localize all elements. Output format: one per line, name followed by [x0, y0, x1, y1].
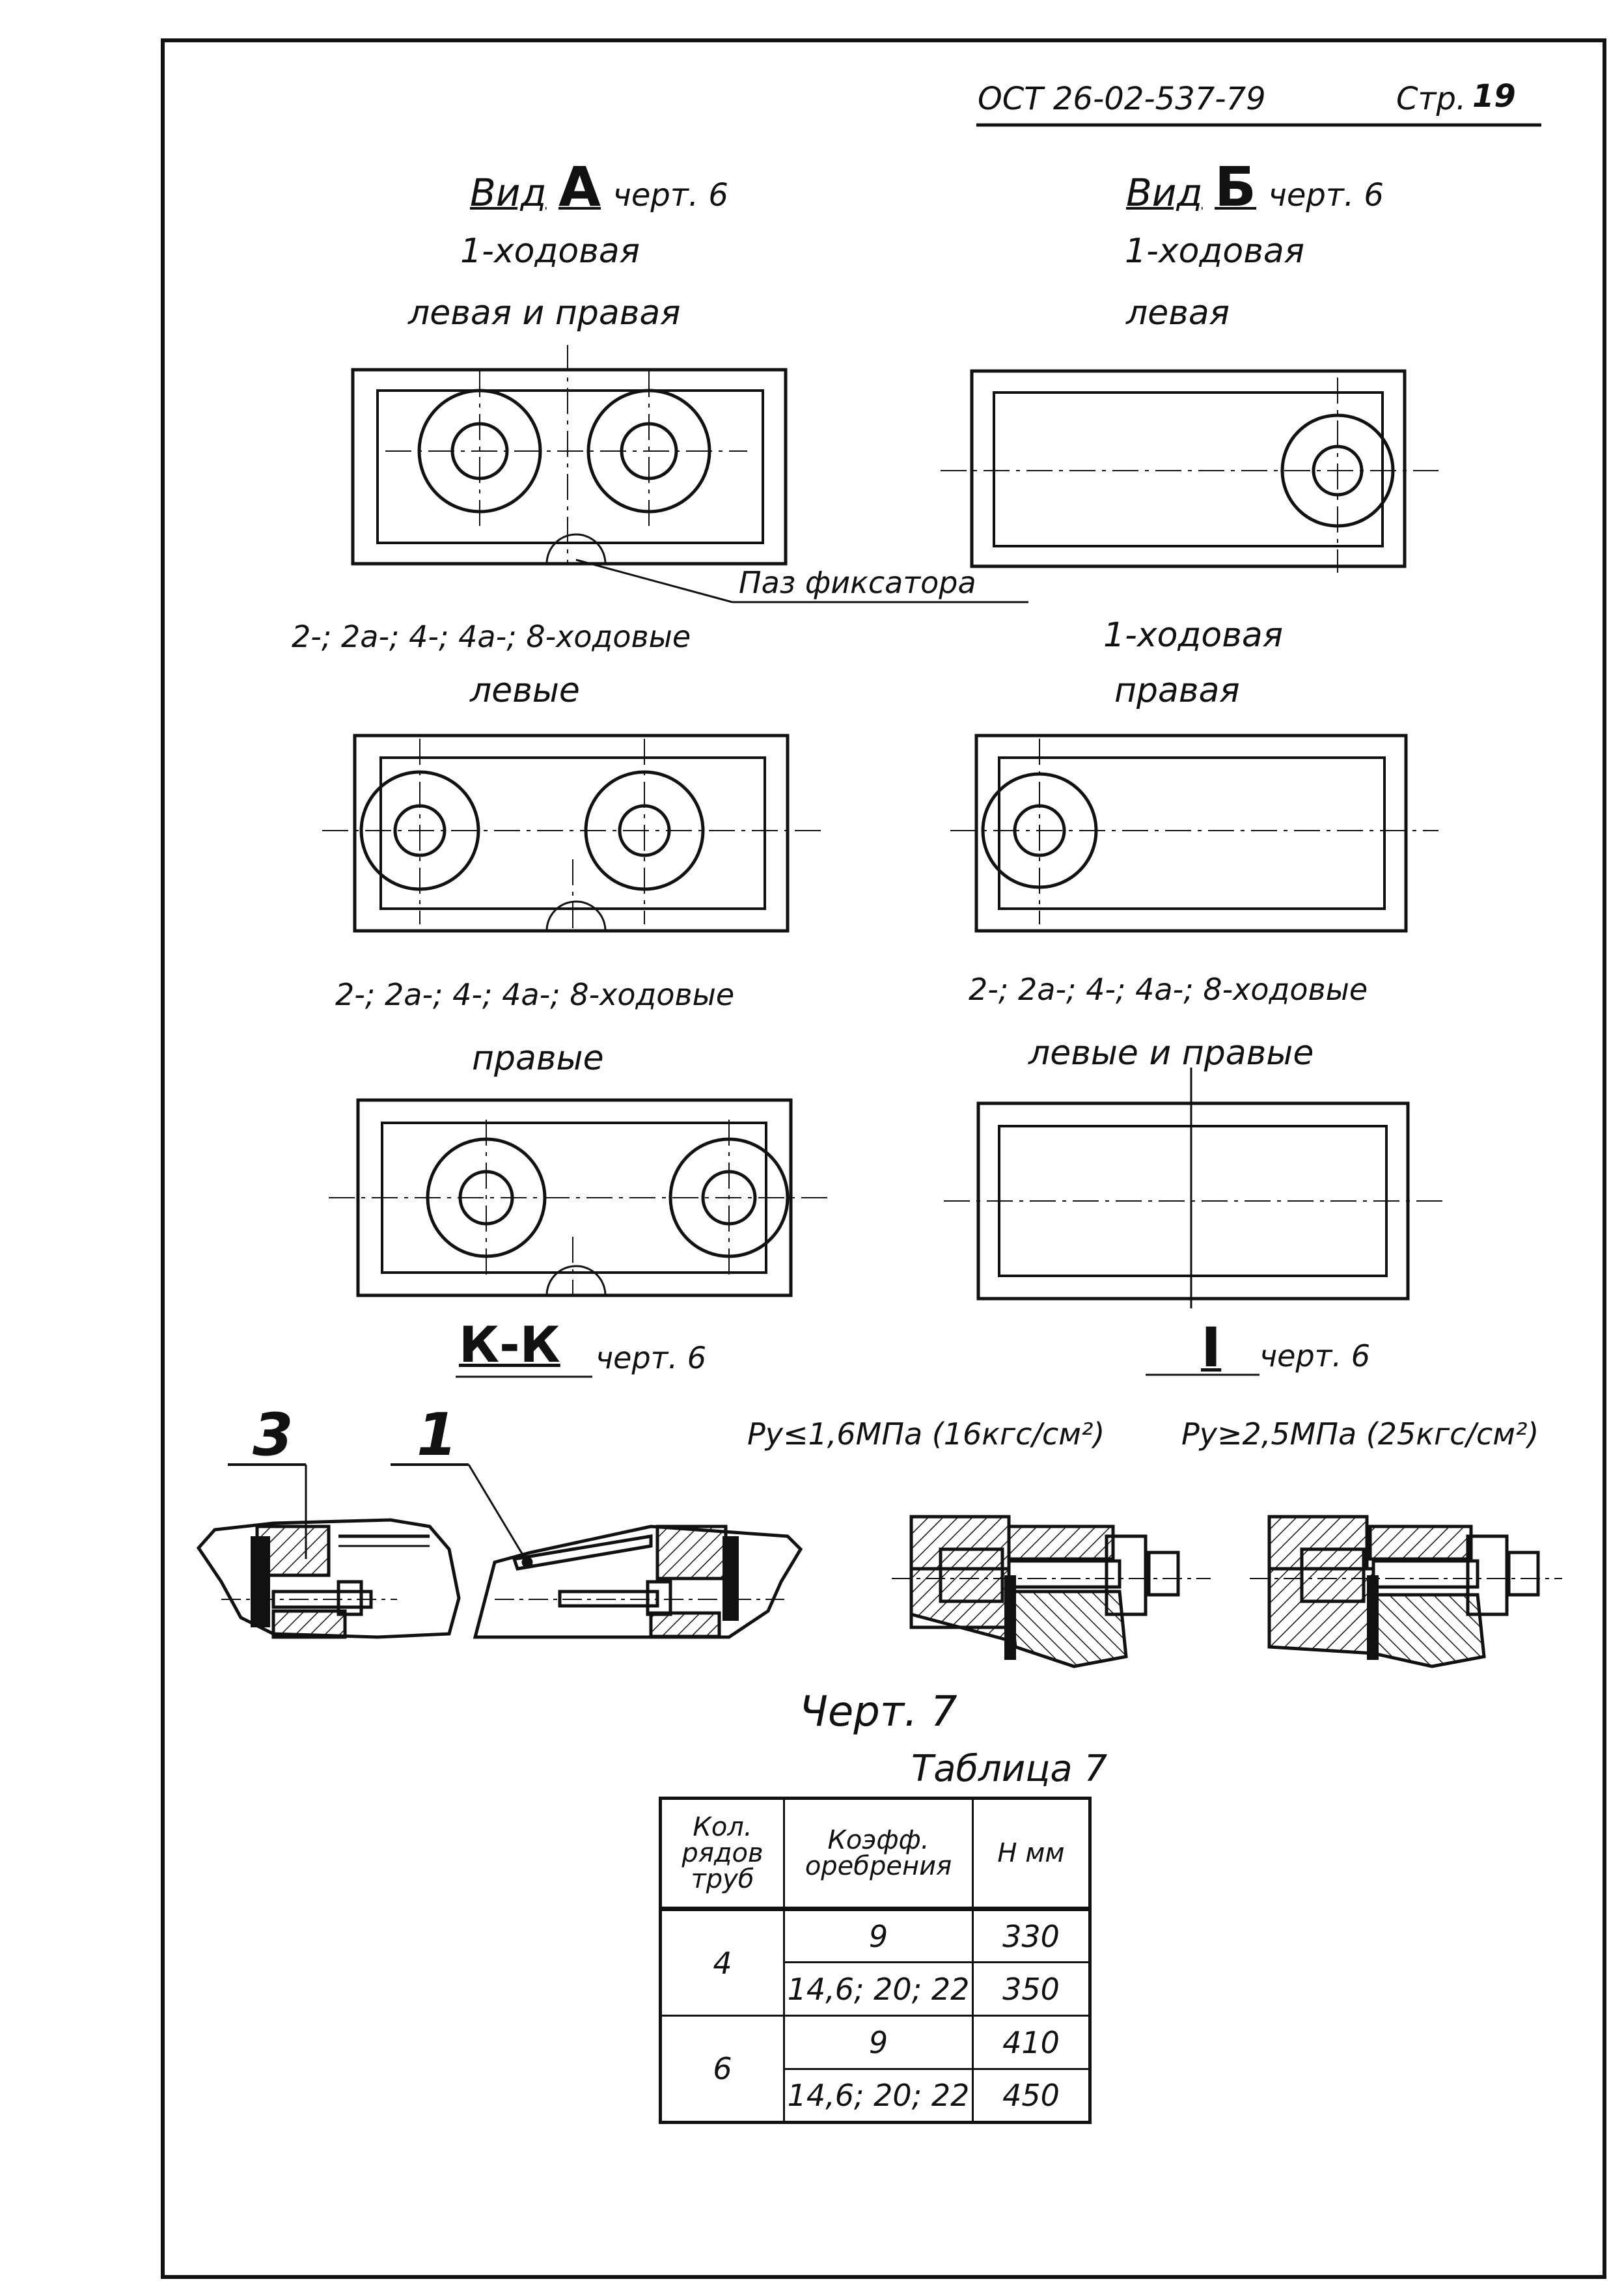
detail-i-cond-low: Py≤1,6МПа (16кгс/см²) [747, 1416, 1105, 1452]
table-cell-h: 450 [972, 2068, 1091, 2123]
view-b-label-1b: левая [1126, 294, 1230, 333]
section-kk-left [196, 1463, 461, 1639]
view-b-label-2b: правая [1114, 671, 1240, 710]
view-a-label-1b: левая и правая [408, 294, 681, 333]
table-7: Кол. рядов труб Коэфф. оребрения Н мм 4 … [659, 1797, 1092, 2124]
view-a-label-3a: 2-; 2а-; 4-; 4а-; 8-ходовые [335, 977, 735, 1012]
view-a-letter: А [558, 155, 601, 219]
view-a-drawing-3 [329, 1098, 830, 1297]
detail-i-cond-high: Py≥2,5МПа (25кгс/см²) [1181, 1416, 1539, 1452]
table-header-rows: Кол. рядов труб [659, 1797, 785, 1911]
table-cell-rows: 4 [659, 1908, 785, 2017]
callout-3: 3 [253, 1401, 294, 1469]
view-b-title: Вид Б черт. 6 [1126, 159, 1384, 214]
detail-i-ref: черт. 6 [1259, 1338, 1370, 1373]
section-kk-label: К-К [459, 1316, 560, 1373]
detail-i-low-pressure [892, 1515, 1211, 1668]
detail-i-label: I [1201, 1316, 1222, 1379]
view-b-label-3a: 2-; 2а-; 4-; 4а-; 8-ходовые [969, 972, 1368, 1007]
view-a-label-3b: правые [472, 1039, 604, 1078]
table-header-h: Н мм [972, 1797, 1091, 1911]
view-b-letter: Б [1215, 155, 1257, 219]
view-b-prefix: Вид [1126, 171, 1203, 215]
view-a-label-2b: левые [470, 671, 580, 710]
callout-1: 1 [417, 1401, 458, 1469]
figure-caption: Черт. 7 [799, 1688, 957, 1736]
page-label: Стр. [1396, 81, 1466, 117]
table-cell-coef: 14,6; 20; 22 [783, 1961, 974, 2017]
fixator-groove-label: Паз фиксатора [739, 565, 976, 600]
doc-code: ОСТ 26-02-537-79 [978, 81, 1266, 117]
view-b-drawing-2 [950, 734, 1438, 933]
view-b-label-1a: 1-ходовая [1125, 232, 1304, 271]
view-a-title: Вид А черт. 6 [470, 159, 728, 214]
table-cell-coef: 9 [783, 1908, 974, 1963]
page-number: 19 [1472, 78, 1516, 115]
view-a-drawing-2 [322, 734, 823, 933]
section-kk-ref: черт. 6 [596, 1340, 706, 1375]
view-a-ref: черт. 6 [612, 177, 728, 214]
table-header-coef: Коэфф. оребрения [783, 1797, 974, 1911]
view-b-ref: черт. 6 [1268, 177, 1384, 214]
view-a-drawing-1 [351, 345, 788, 566]
table-cell-rows: 6 [659, 2015, 785, 2123]
section-kk-right [391, 1463, 803, 1639]
fixator-leader [575, 559, 733, 603]
view-a-label-2a: 2-; 2а-; 4-; 4а-; 8-ходовые [292, 619, 691, 654]
table-title: Таблица 7 [911, 1748, 1108, 1790]
table-cell-h: 330 [972, 1908, 1091, 1963]
detail-i-high-pressure [1250, 1515, 1562, 1668]
table-cell-coef: 14,6; 20; 22 [783, 2068, 974, 2123]
view-a-prefix: Вид [470, 171, 547, 215]
view-b-label-2a: 1-ходовая [1103, 616, 1283, 655]
table-cell-h: 350 [972, 1961, 1091, 2017]
view-b-drawing-1 [941, 369, 1438, 573]
view-b-label-3b: левые и правые [1028, 1034, 1314, 1073]
table-cell-h: 410 [972, 2015, 1091, 2070]
table-cell-coef: 9 [783, 2015, 974, 2070]
view-b-drawing-3 [944, 1068, 1448, 1308]
view-a-label-1a: 1-ходовая [460, 232, 640, 271]
sheet-border [161, 38, 1606, 2279]
